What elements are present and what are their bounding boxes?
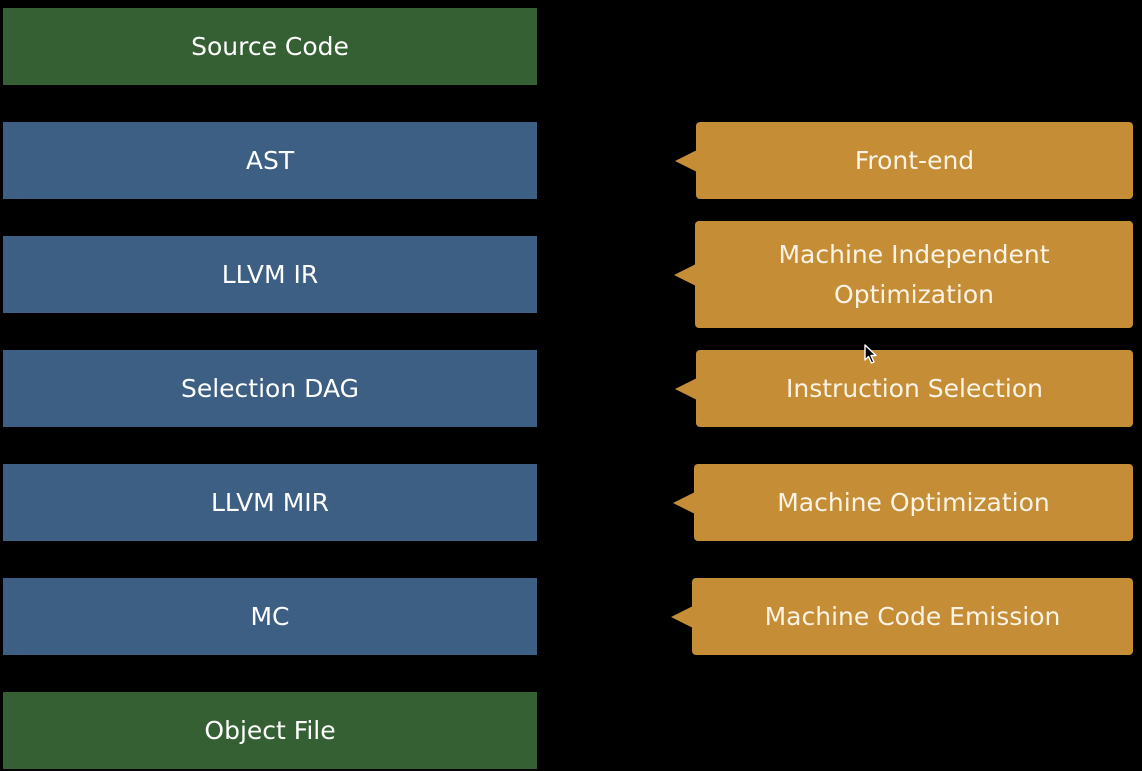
stage-object-file: Object File (3, 692, 537, 769)
stage-ast: AST (3, 122, 537, 199)
stage-llvm-ir: LLVM IR (3, 236, 537, 313)
stage-label: LLVM IR (221, 260, 319, 289)
stage-label: MC (250, 602, 290, 631)
phase-label: Machine Optimization (777, 487, 1050, 517)
phase-machine-independent-optimization: Machine Independent Optimization (674, 221, 1133, 328)
stage-label: LLVM MIR (210, 488, 330, 517)
phase-machine-code-emission: Machine Code Emission (671, 578, 1133, 655)
mouse-pointer-icon (864, 344, 877, 364)
stage-label: Object File (204, 716, 336, 745)
phase-label: Machine Code Emission (764, 601, 1061, 631)
stage-label: AST (245, 146, 295, 175)
phase-front-end: Front-end (675, 122, 1133, 199)
phase-label: Front-end (854, 145, 975, 175)
phase-machine-optimization: Machine Optimization (673, 464, 1133, 541)
stage-llvm-mir: LLVM MIR (3, 464, 537, 541)
stage-label: Source Code (191, 32, 349, 61)
stage-selection-dag: Selection DAG (3, 350, 537, 427)
phase-label: Instruction Selection (786, 373, 1043, 403)
phase-label-line2: Optimization (834, 279, 994, 309)
stage-label: Selection DAG (180, 374, 359, 403)
stage-source-code: Source Code (3, 8, 537, 85)
phase-instruction-selection: Instruction Selection (675, 350, 1133, 427)
stage-mc: MC (3, 578, 537, 655)
phase-label-line1: Machine Independent (778, 239, 1050, 269)
